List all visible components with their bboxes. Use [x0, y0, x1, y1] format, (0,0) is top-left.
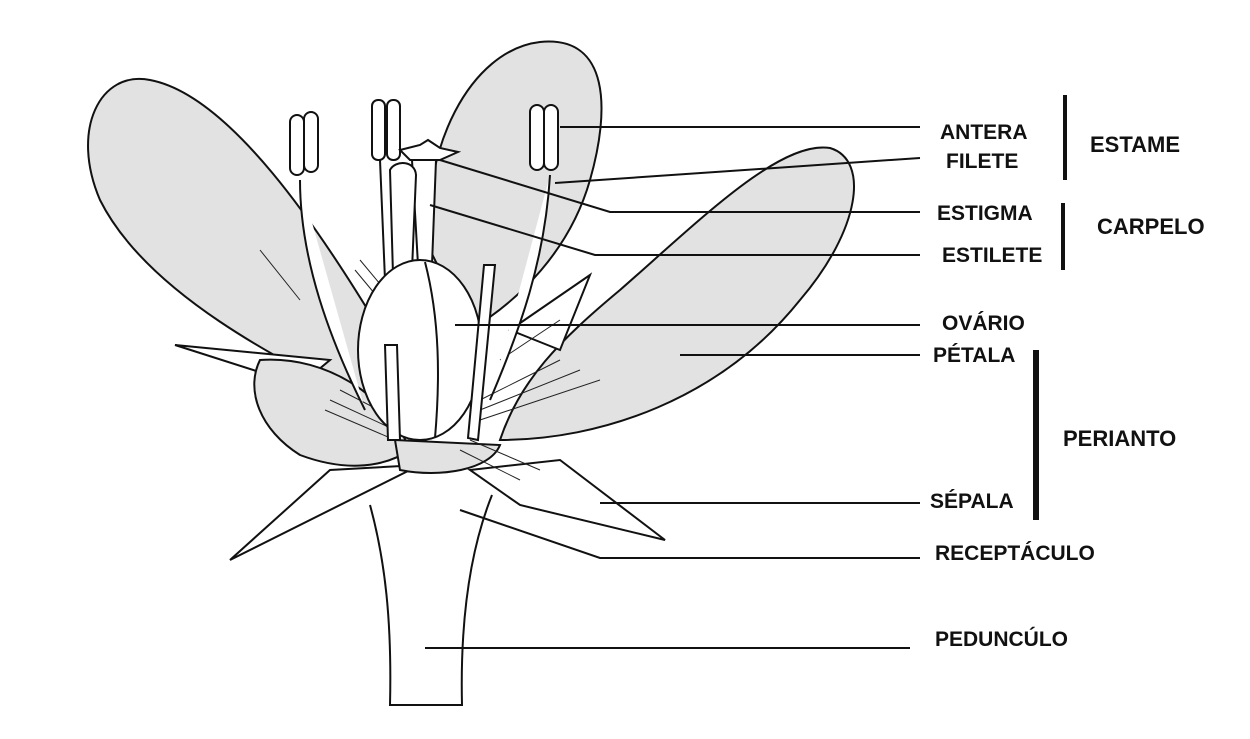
stamen-front-left	[383, 344, 402, 441]
label-ovario: OVÁRIO	[942, 312, 1025, 335]
peduncle	[369, 494, 493, 706]
stamen-front-right	[466, 264, 497, 442]
shading-hatch	[259, 249, 601, 481]
label-pedunculo: PEDUNCÚLO	[935, 627, 1068, 651]
stigma	[398, 138, 462, 161]
label-estigma: ESTIGMA	[937, 202, 1033, 225]
label-filete: FILETE	[946, 150, 1018, 173]
petal-left	[87, 77, 381, 412]
label-estilete: ESTILETE	[942, 244, 1042, 267]
stamen-center	[371, 99, 401, 281]
group-estame: ESTAME	[1090, 132, 1180, 157]
petal-front-bottom	[393, 438, 502, 474]
stamen-right	[489, 104, 559, 401]
label-receptaculo: RECEPTÁCULO	[935, 542, 1095, 565]
ovary-seam	[424, 261, 439, 439]
label-antera: ANTERA	[940, 121, 1028, 144]
leader-lines	[425, 126, 921, 649]
ovary	[357, 259, 483, 441]
sepal-bottom-right	[467, 458, 666, 541]
group-perianto: PERIANTO	[1063, 426, 1176, 451]
sepal-right-back	[507, 272, 593, 352]
sepal-bottom-left	[229, 464, 421, 561]
stamen-left	[289, 111, 366, 411]
label-petala: PÉTALA	[933, 344, 1015, 367]
stamen-small	[388, 162, 418, 277]
group-carpelo: CARPELO	[1097, 214, 1205, 239]
label-sepala: SÉPALA	[930, 490, 1014, 513]
